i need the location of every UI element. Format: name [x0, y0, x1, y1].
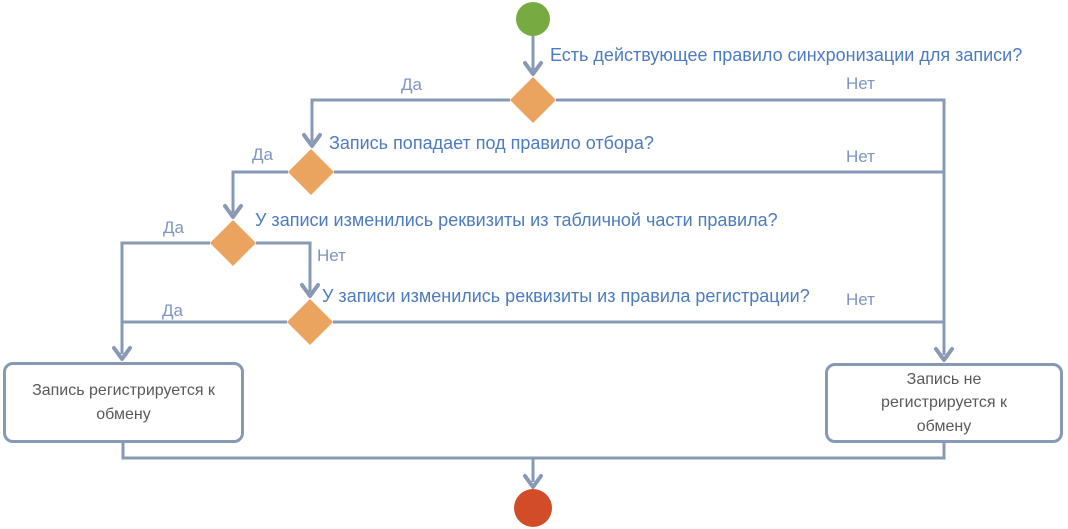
arrow-into-decision4: [300, 283, 320, 298]
outcome-not-registered-text: Запись не регистрируется к обмену: [881, 371, 1007, 435]
no-label-1: Нет: [846, 74, 875, 93]
arrow-into-not-registered-box: [934, 347, 954, 362]
edge-decision3-yes: [120, 241, 210, 354]
edge-bottom-rail: [121, 443, 946, 460]
end-node: [514, 489, 552, 527]
arrow-into-registered-box: [112, 346, 132, 361]
no-label-4: Нет: [846, 290, 875, 309]
yes-label-3: Да: [163, 218, 184, 237]
decision-diamond-2: [288, 149, 334, 195]
arrow-into-decision1: [523, 61, 543, 76]
outcome-box-registered: Запись регистрируется к обмену: [3, 362, 244, 443]
edge-decision1-yes: [310, 98, 510, 142]
no-label-2: Нет: [846, 147, 875, 166]
arrow-into-decision3: [223, 204, 243, 219]
outcome-registered-text: Запись регистрируется к обмену: [32, 382, 215, 423]
no-label-3: Нет: [317, 246, 346, 265]
decision-diamond-4: [287, 299, 333, 345]
yes-label-4: Да: [162, 301, 183, 320]
decision-diamond-3: [210, 220, 256, 266]
edge-decision2-yes: [231, 170, 288, 213]
outcome-box-not-registered: Запись не регистрируется к обмену: [825, 363, 1063, 443]
decision-question-4: У записи изменились реквизиты из правила…: [322, 286, 810, 306]
arrow-into-end: [523, 474, 543, 489]
decision-diamond-1: [510, 77, 556, 123]
decision-question-3: У записи изменились реквизиты из табличн…: [255, 210, 778, 230]
edge-decision3-no: [256, 241, 312, 292]
start-node: [516, 2, 550, 36]
arrow-into-decision2: [302, 133, 322, 148]
decision-question-2: Запись попадает под правило отбора?: [329, 133, 654, 153]
decision-question-1: Есть действующее правило синхронизации д…: [550, 45, 1023, 65]
edge-decision1-no: [556, 98, 946, 355]
yes-label-2: Да: [252, 145, 273, 164]
yes-label-1: Да: [401, 75, 422, 94]
